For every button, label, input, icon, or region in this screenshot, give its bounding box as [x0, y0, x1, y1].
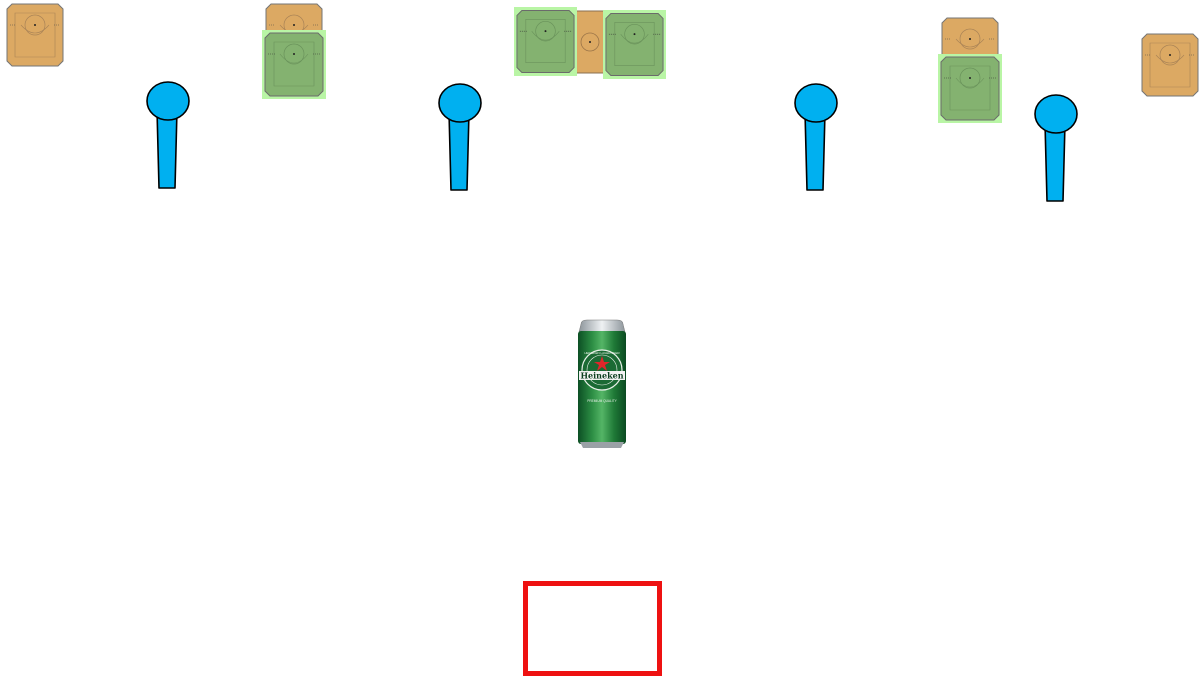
drop-target-box[interactable] — [523, 581, 662, 676]
pin-icon[interactable] — [437, 82, 487, 207]
can-quality-text: PREMIUM QUALITY — [587, 399, 617, 403]
beer-can[interactable]: Heineken PREMIUM QUALITY HEINEKEN LAGER … — [575, 318, 629, 450]
pin-icon[interactable] — [1033, 93, 1083, 218]
tile-green-selected[interactable] — [938, 54, 1002, 123]
tile-green-selected[interactable] — [603, 10, 666, 79]
can-brand-text: Heineken — [580, 371, 623, 381]
tile-orange[interactable] — [6, 3, 64, 67]
tile-orange[interactable] — [1141, 33, 1199, 97]
tile-green-selected[interactable] — [514, 7, 577, 76]
tile-green-selected[interactable] — [262, 30, 326, 99]
pin-icon[interactable] — [145, 80, 195, 205]
pin-icon[interactable] — [793, 82, 843, 207]
can-ring-text: HEINEKEN LAGER BEER — [584, 351, 620, 355]
